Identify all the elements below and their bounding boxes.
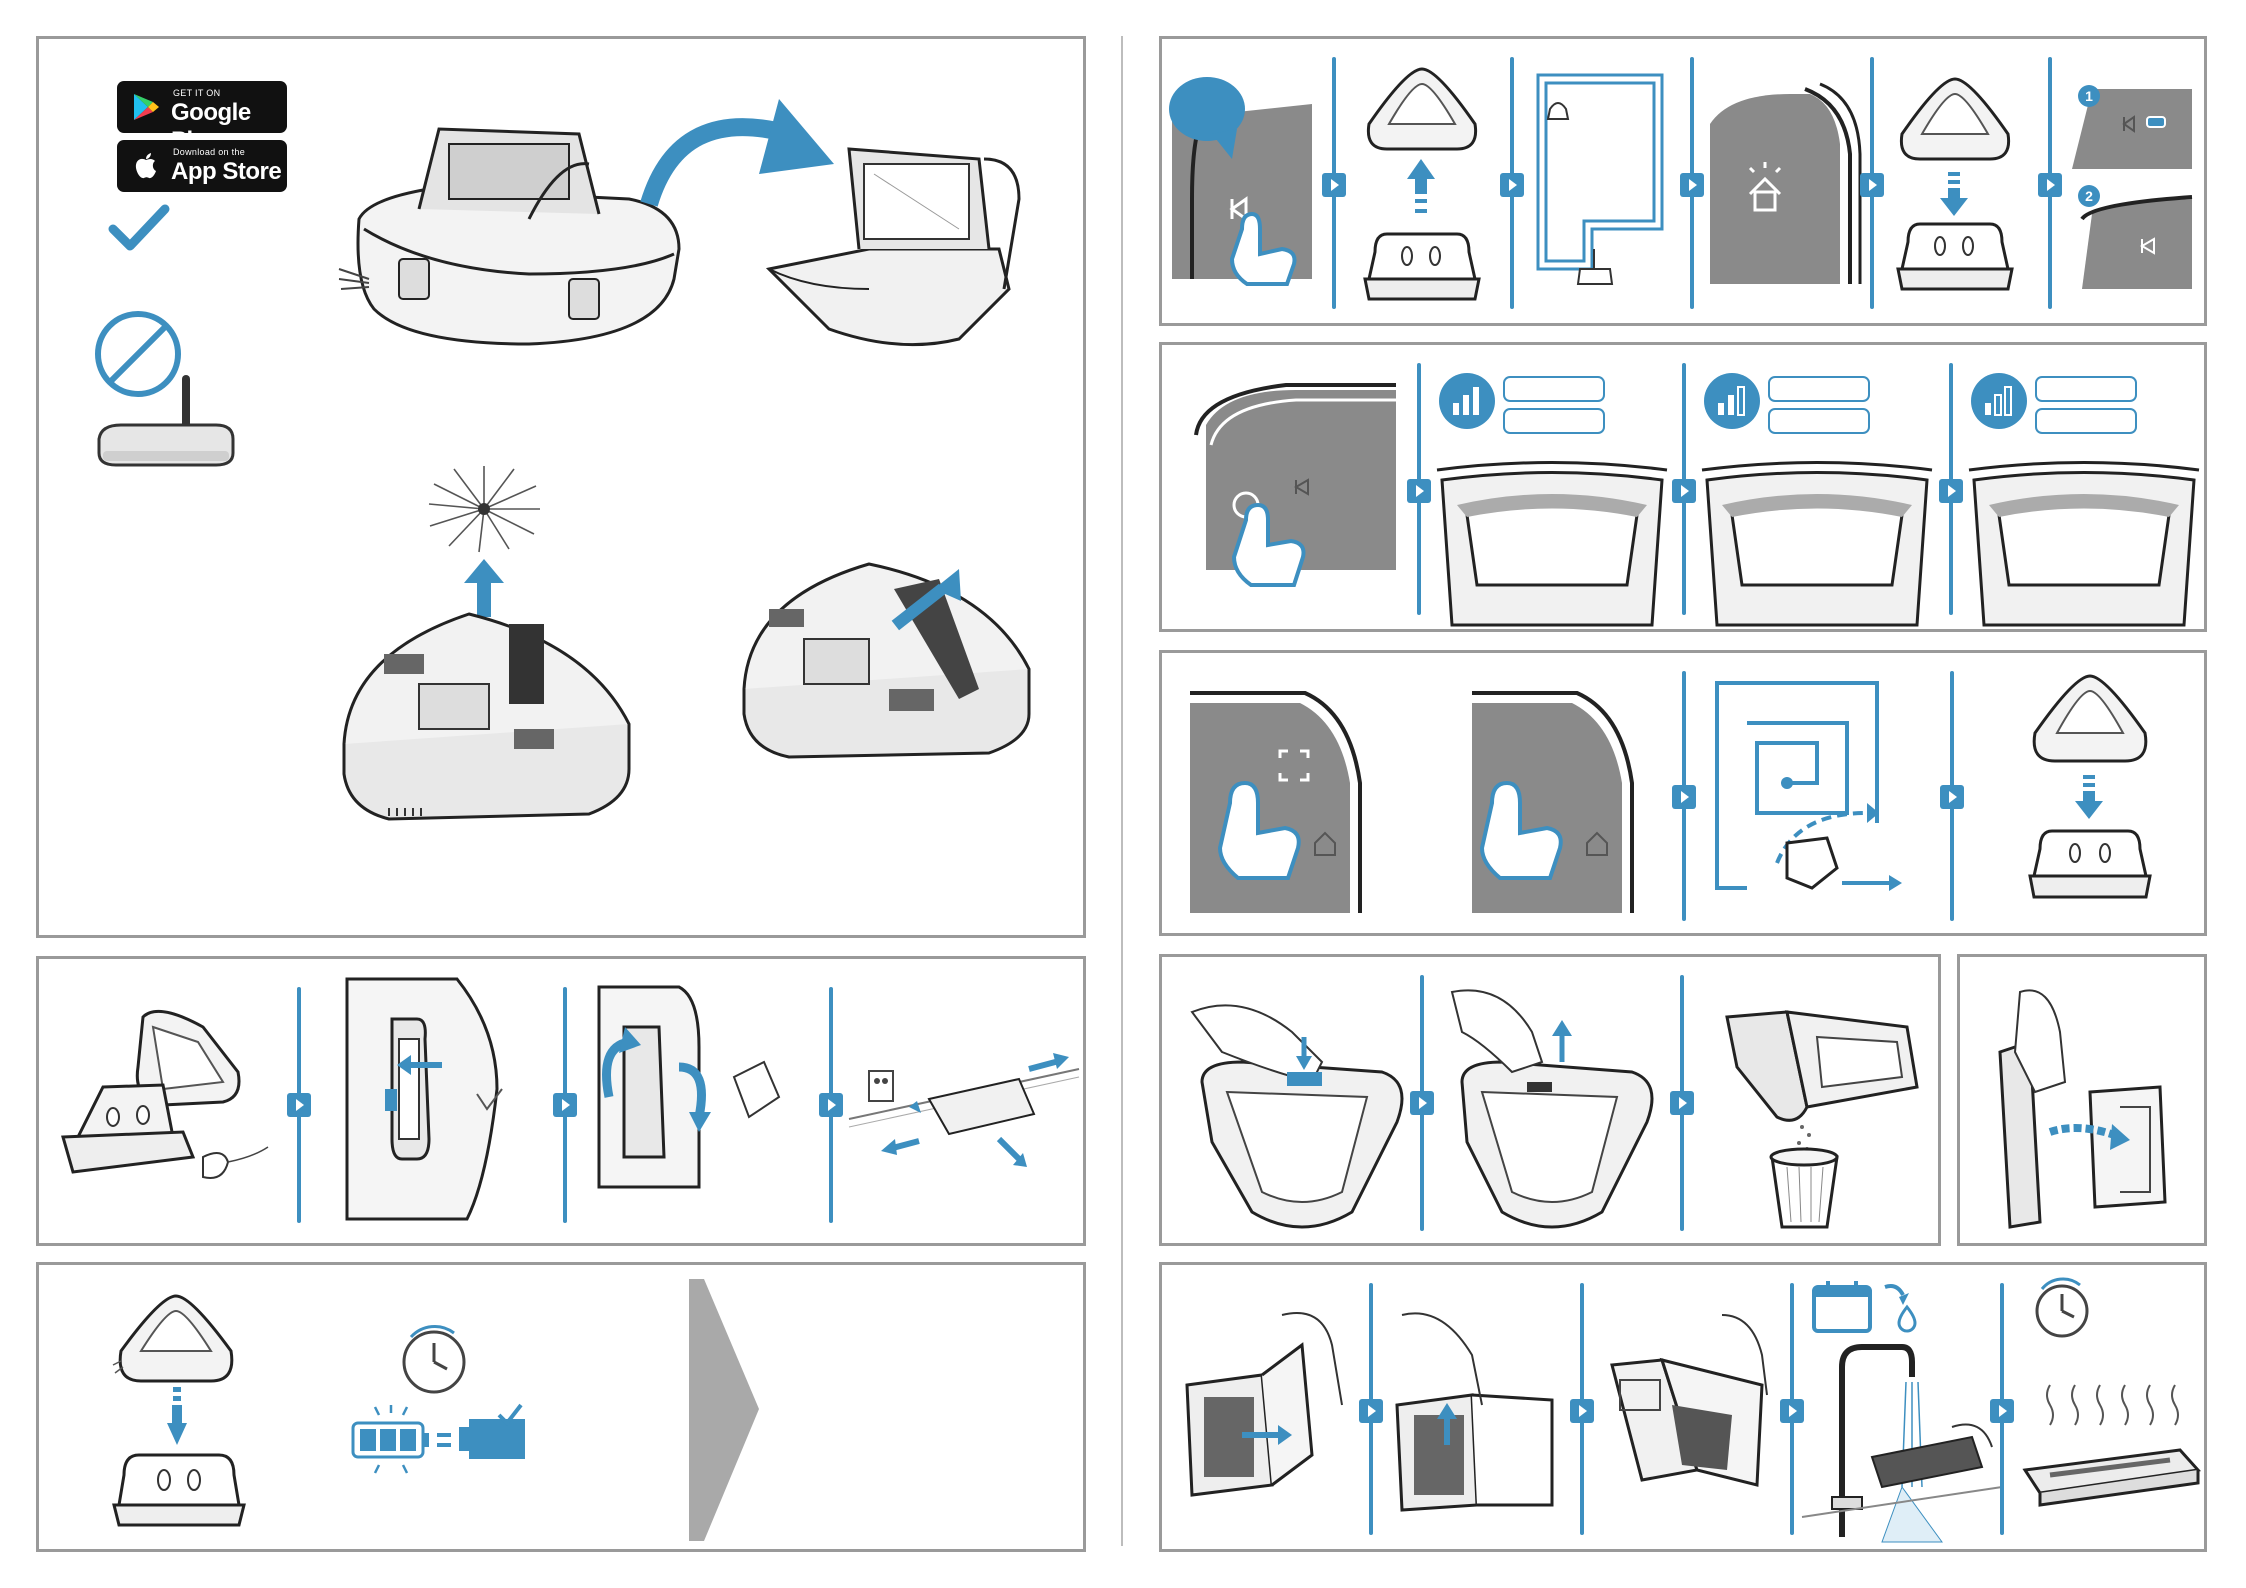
next-step-icon — [553, 1093, 577, 1117]
step-marker-2: 2 — [2077, 184, 2101, 208]
next-step-icon — [1410, 1091, 1434, 1115]
robot-returning-dock-illustration — [1890, 74, 2020, 304]
bin-release-illustration — [1182, 982, 1412, 1232]
mode-indicator-boxes — [1502, 375, 1612, 439]
robot-top-view-icon — [111, 1291, 241, 1391]
robot-leaving-dock-illustration — [1357, 64, 1487, 314]
robot-front-max-mode — [1437, 455, 1667, 625]
svg-text:1: 1 — [2085, 88, 2093, 104]
calendar-icon — [1810, 1279, 1874, 1335]
continue-arrow-icon — [689, 1279, 809, 1549]
battery-charged-icon — [349, 1405, 539, 1485]
robot-front-eco-mode — [1969, 455, 2199, 625]
panel-spot-cleaning — [1159, 650, 2207, 936]
panel-power-modes — [1159, 342, 2207, 632]
room-map-path-illustration — [1532, 69, 1672, 299]
panel-filter-remove — [1957, 954, 2207, 1246]
clock-icon — [399, 1325, 469, 1395]
next-step-icon — [1939, 479, 1963, 503]
screen-press-illustration — [1472, 683, 1642, 913]
side-brush-icon — [424, 464, 544, 554]
next-step-icon — [287, 1093, 311, 1117]
filter-pull-illustration — [1182, 1305, 1362, 1505]
dock-icon — [109, 1450, 249, 1530]
next-step-icon — [1670, 1091, 1694, 1115]
water-drop-icon — [1877, 1279, 1927, 1335]
next-step-icon — [1940, 785, 1964, 809]
clock-icon — [2032, 1279, 2092, 1339]
bin-lift-out-illustration — [1442, 982, 1662, 1232]
robot-and-dock-illustration — [53, 997, 283, 1197]
filter-tap-illustration — [1602, 1305, 1782, 1505]
app-store-caption: Download on the — [173, 147, 245, 157]
svg-text:2: 2 — [2085, 188, 2093, 204]
next-step-icon — [1570, 1399, 1594, 1423]
next-step-icon — [1322, 173, 1346, 197]
next-step-icon — [1860, 173, 1884, 197]
check-icon — [105, 199, 175, 259]
dock-cable-clip-illustration — [589, 987, 789, 1217]
panel-empty-bin — [1159, 954, 1941, 1246]
signal-icon — [1702, 371, 1762, 431]
faucet-rinse-illustration — [1802, 1337, 2002, 1547]
dust-bin-open-illustration — [749, 139, 1029, 369]
google-play-caption: GET IT ON — [173, 88, 220, 98]
next-step-icon — [1359, 1399, 1383, 1423]
signal-icon — [1969, 371, 2029, 431]
apple-icon — [131, 151, 161, 181]
google-play-badge[interactable]: GET IT ON Google Play — [117, 81, 287, 133]
next-step-icon — [1672, 785, 1696, 809]
google-play-icon — [131, 92, 161, 122]
robot-front-medium-mode — [1702, 455, 1932, 625]
filter-drying-illustration — [2020, 1375, 2200, 1525]
spiral-path-illustration — [1717, 683, 1917, 903]
panel-filter-clean — [1159, 1262, 2207, 1552]
app-store-label: App Store — [171, 158, 281, 186]
next-step-icon — [1780, 1399, 1804, 1423]
next-step-icon — [819, 1093, 843, 1117]
mode-indicator-boxes — [2034, 375, 2144, 439]
home-button-illustration — [1710, 84, 1860, 284]
robot-underside-brush-illustration — [729, 539, 1049, 769]
app-store-badge[interactable]: Download on the App Store — [117, 140, 287, 192]
panel-start-cleaning: 1 2 — [1159, 36, 2207, 326]
page-fold-line — [1121, 36, 1123, 1546]
power-button-press-illustration — [1176, 385, 1396, 615]
dock-cable-routing-illustration — [347, 979, 517, 1229]
next-step-icon — [1990, 1399, 2014, 1423]
bin-emptying-illustration — [1707, 977, 1927, 1237]
router-icon — [91, 369, 241, 479]
panel-unpack: GET IT ON Google Play Download on the Ap… — [36, 36, 1086, 938]
dock-wall-placement-illustration — [849, 1019, 1079, 1189]
panel-dock-setup — [36, 956, 1086, 1246]
filter-lift-illustration — [1392, 1305, 1562, 1525]
next-step-icon — [2038, 173, 2062, 197]
down-arrow-icon — [167, 1387, 187, 1447]
step-marker-1: 1 — [2077, 84, 2101, 108]
next-step-icon — [1672, 479, 1696, 503]
mode-indicator-boxes — [1767, 375, 1877, 439]
next-step-icon — [1500, 173, 1524, 197]
filter-removal-illustration — [1980, 972, 2190, 1232]
robot-returning-dock-illustration — [2020, 671, 2160, 911]
start-button-press-illustration — [1172, 79, 1312, 289]
next-step-icon — [1407, 479, 1431, 503]
robot-underside-illustration — [329, 594, 649, 834]
panel-charging — [36, 1262, 1086, 1552]
signal-icon — [1437, 371, 1497, 431]
next-step-icon — [1680, 173, 1704, 197]
spot-button-press-illustration — [1190, 683, 1370, 913]
